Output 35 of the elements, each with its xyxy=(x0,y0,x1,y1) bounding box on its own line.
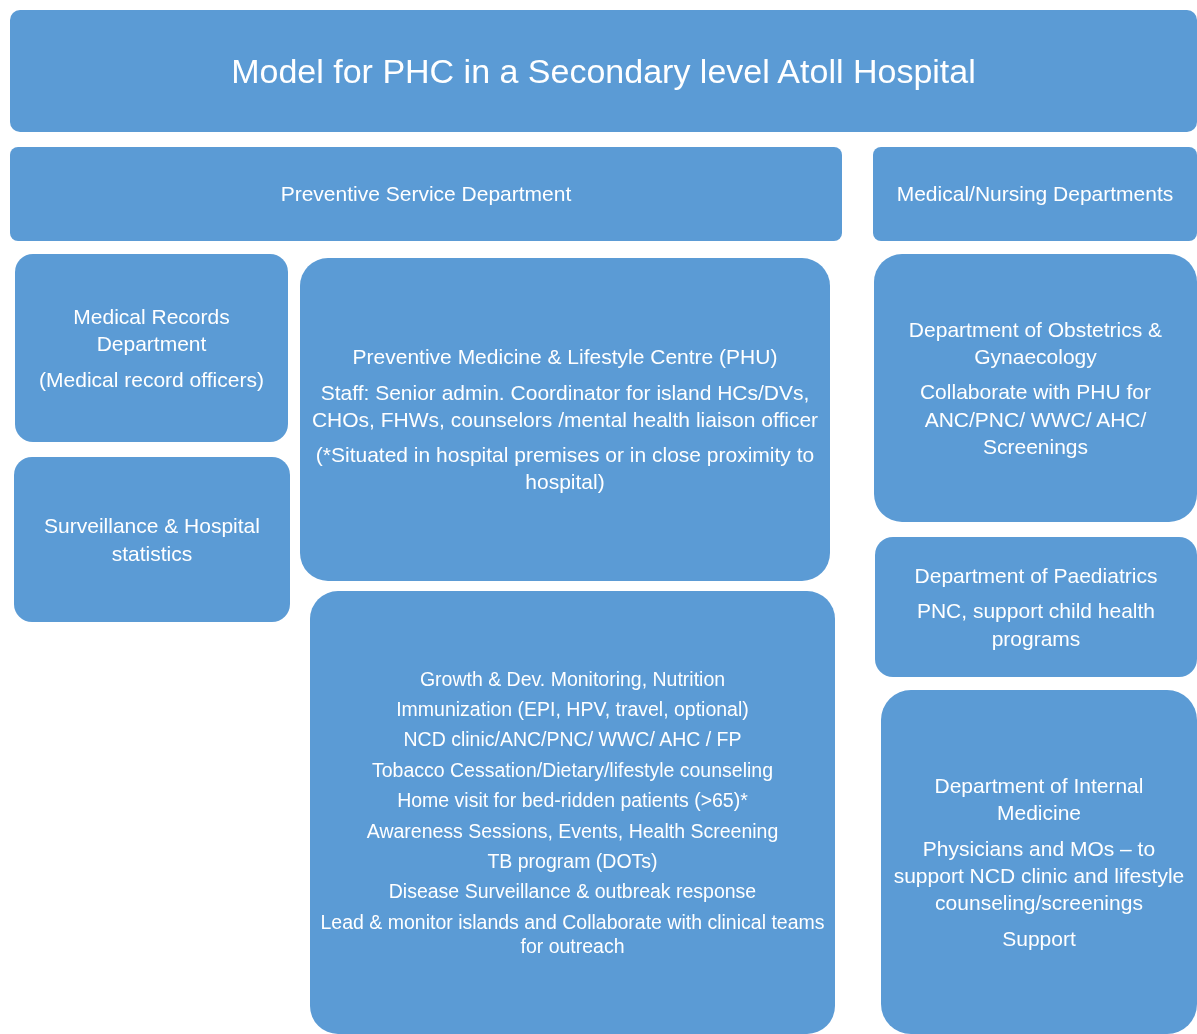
department-header xyxy=(10,147,842,241)
department-header xyxy=(873,147,1197,241)
body-text: PNC, support child health programs xyxy=(915,598,1157,652)
department-box xyxy=(874,254,1197,522)
services-box xyxy=(310,591,835,1034)
body-text: Lead & monitor islands and Collaborate with clinical teams for outreach xyxy=(320,909,825,959)
title-banner xyxy=(10,10,1197,132)
body-text: Disease Surveillance & outbreak response xyxy=(388,879,757,904)
department-box xyxy=(881,690,1197,1034)
heading-text: Department of Internal Medicine xyxy=(933,773,1145,827)
body-text: Tobacco Cessation/Dietary/lifestyle counseling xyxy=(371,757,773,783)
heading-text: Medical/Nursing Departments xyxy=(896,181,1174,208)
heading-text: Growth & Dev. Monitoring, Nutrition xyxy=(419,666,726,691)
body-text: Immunization (EPI, HPV, travel, optional) xyxy=(396,697,749,722)
body-text: Physicians and MOs – to support NCD clinic and lifestyle counseling/screenings xyxy=(892,835,1186,917)
body-text: Support xyxy=(1002,925,1076,952)
body-text: NCD clinic/ANC/PNC/ WWC/ AHC / FP xyxy=(403,727,742,752)
heading-text: Department of Paediatrics xyxy=(914,563,1158,590)
body-text: (*Situated in hospital premises or in close proximity to hospital) xyxy=(314,442,816,496)
body-text: TB program (DOTs) xyxy=(487,848,658,874)
heading-text: Preventive Medicine & Lifestyle Centre (PHU) xyxy=(352,344,778,371)
heading-text: Department of Obstetrics & Gynaecology xyxy=(907,316,1164,371)
department-box xyxy=(15,254,288,442)
body-text: Staff: Senior admin. Coordinator for island HCs/DVs, CHOs, FHWs, counselors /mental health liaison officer xyxy=(310,379,820,433)
heading-text: Surveillance & Hospital statistics xyxy=(43,513,261,567)
heading-text: Preventive Service Department xyxy=(280,181,572,208)
body-text: Awareness Sessions, Events, Health Screening xyxy=(366,818,779,843)
body-text: Home visit for bed-ridden patients (>65)* xyxy=(397,788,748,813)
heading-text: Medical Records Department xyxy=(72,304,231,358)
body-text: (Medical record officers) xyxy=(39,366,264,393)
department-box xyxy=(14,457,290,622)
centre-box xyxy=(300,258,830,581)
title-text: Model for PHC in a Secondary level Atoll Hospital xyxy=(231,50,976,92)
body-text: Collaborate with PHU for ANC/PNC/ WWC/ AHC/ Screenings xyxy=(918,379,1153,460)
department-box xyxy=(875,537,1197,677)
